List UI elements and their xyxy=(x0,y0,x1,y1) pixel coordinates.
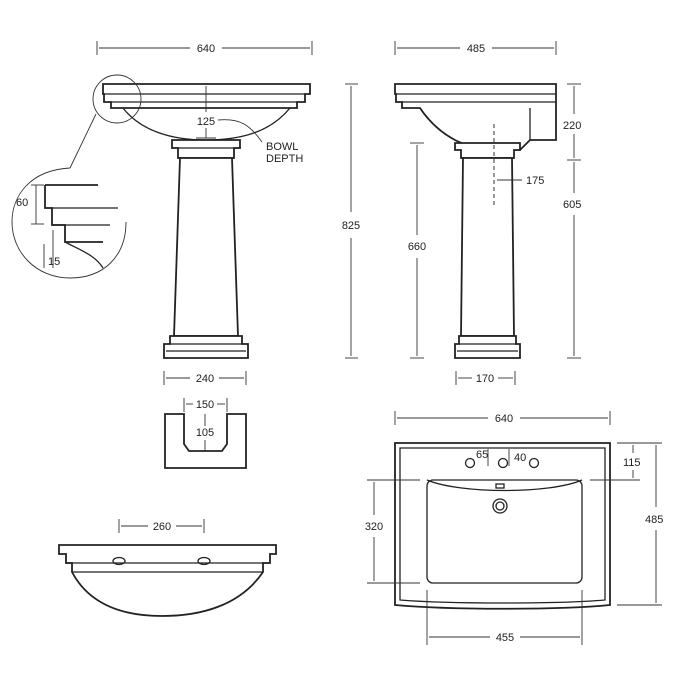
plan-outline xyxy=(394,442,611,610)
detail-height-label: 60 xyxy=(16,197,28,209)
bottom-hole-left xyxy=(112,556,126,566)
plan-bowl-overflow-line xyxy=(426,479,583,492)
front-basin-rim xyxy=(102,83,311,109)
side-base-label: 170 xyxy=(476,373,494,385)
detail-leader-1 xyxy=(69,113,97,169)
plan-width-label: 640 xyxy=(495,413,513,425)
plan-depth-label: 485 xyxy=(645,514,663,526)
bowl-depth-value: 125 xyxy=(197,116,215,128)
side-elevation: 485 175 825 660 220 xyxy=(342,41,581,385)
detail-circle xyxy=(11,167,127,279)
pedestal-cutout: 150 105 xyxy=(164,398,247,469)
plan-waste-inner xyxy=(495,501,505,511)
plan-tap-hole-center xyxy=(497,457,509,469)
front-pedestal-capital xyxy=(171,139,241,159)
cutout-depth-label: 105 xyxy=(196,427,214,439)
front-elevation: 640 125 BOWL DEPTH 240 xyxy=(69,41,313,385)
bowl-depth-label-1: BOWL xyxy=(266,141,298,153)
overall-height-label: 825 xyxy=(342,220,360,232)
plan-tap-hole-left xyxy=(464,457,476,469)
tap-spacing-label-2: 40 xyxy=(514,452,526,464)
side-depth-label: 485 xyxy=(467,43,485,55)
tap-spacing-label: 65 xyxy=(476,449,488,461)
detail-callout-circle xyxy=(92,74,142,124)
plan-bowl xyxy=(426,479,583,584)
basin-bottom-outline xyxy=(58,544,277,617)
rim-detail: 60 15 xyxy=(11,167,127,279)
detail-bowl-curve xyxy=(64,241,104,269)
bottom-hole-right xyxy=(197,556,211,566)
base-width-label: 240 xyxy=(196,373,214,385)
front-pedestal-base xyxy=(163,335,249,359)
hole-spacing-label: 260 xyxy=(153,521,171,533)
cutout-width-label: 150 xyxy=(196,399,214,411)
side-pedestal-capital xyxy=(454,142,521,159)
plan-inner-outline xyxy=(399,447,606,604)
detail-step-label: 15 xyxy=(48,256,60,268)
detail-rim-profile xyxy=(44,184,103,243)
front-width-label: 640 xyxy=(197,43,215,55)
bowl-width-label: 455 xyxy=(496,632,514,644)
bowl-depth-leader xyxy=(217,119,263,143)
front-pedestal-shaft xyxy=(173,157,239,337)
side-pedestal-shaft xyxy=(460,157,515,337)
basin-height-label: 220 xyxy=(563,120,581,132)
plan-tap-hole-right xyxy=(528,457,540,469)
basin-front-bottom: 260 xyxy=(58,519,277,617)
waste-offset-label: 175 xyxy=(526,175,544,187)
plan-view: 640 65 40 115 485 320 xyxy=(365,411,663,645)
plan-back-label: 115 xyxy=(623,457,641,469)
cutout-outline xyxy=(164,413,247,469)
plan-waste-outer xyxy=(492,498,508,514)
plan-overflow-slot xyxy=(495,483,505,489)
rim-height-label: 660 xyxy=(408,241,426,253)
side-pedestal-base xyxy=(454,335,521,359)
bowl-depth-label-2: DEPTH xyxy=(266,153,303,165)
bowl-length-label: 320 xyxy=(365,521,383,533)
pedestal-height-label: 605 xyxy=(563,199,581,211)
